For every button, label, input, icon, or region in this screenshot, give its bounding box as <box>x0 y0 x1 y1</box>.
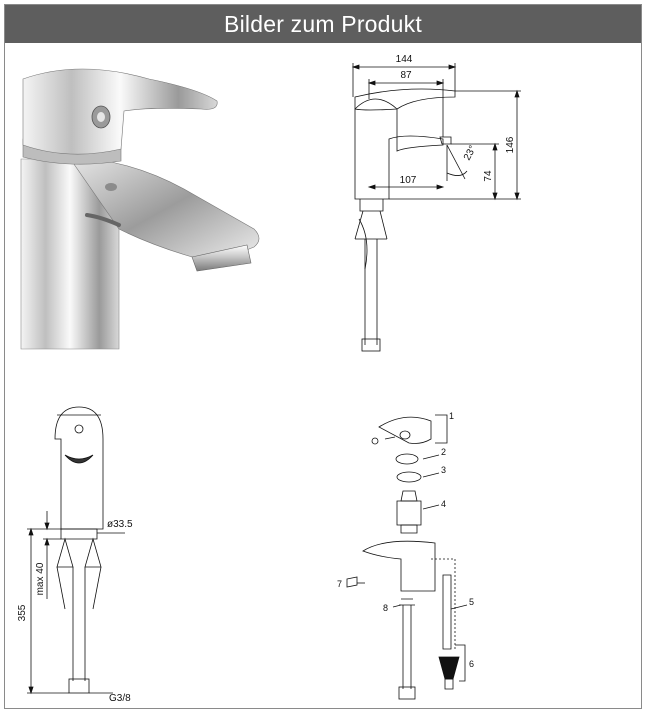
part-label-6: 6 <box>469 659 474 669</box>
part-label-3: 3 <box>441 465 446 475</box>
dim-spout-width: 87 <box>400 70 412 81</box>
part-label-1: 1 <box>449 411 454 421</box>
section-title: Bilder zum Produkt <box>224 10 422 37</box>
dim-spout-height: 74 <box>483 170 494 182</box>
dim-total-height: 146 <box>505 136 516 153</box>
part-label-5: 5 <box>469 597 474 607</box>
part-label-8: 8 <box>383 603 388 613</box>
dim-thread: G3/8 <box>109 693 131 704</box>
part-label-2: 2 <box>441 447 446 457</box>
dim-hose-length: 355 <box>17 604 28 621</box>
dim-max: max 40 <box>35 562 46 595</box>
dim-spout-reach: 107 <box>400 175 417 186</box>
product-images-frame: Bilder zum Produkt <box>4 4 642 709</box>
side-dimension-drawing: 144 87 107 23° 74 146 <box>351 54 521 352</box>
section-header: Bilder zum Produkt <box>5 5 641 43</box>
dim-angle: 23° <box>462 144 479 163</box>
front-dimension-drawing: ø33.5 max 40 355 G3/8 <box>17 406 133 704</box>
part-label-7: 7 <box>337 579 342 589</box>
faucet-product-photo <box>20 68 260 350</box>
dim-diameter: ø33.5 <box>107 519 133 530</box>
dim-overall-width: 144 <box>396 54 413 65</box>
part-label-4: 4 <box>441 499 446 509</box>
exploded-parts-drawing: 1 2 3 4 5 6 7 8 <box>337 411 474 700</box>
